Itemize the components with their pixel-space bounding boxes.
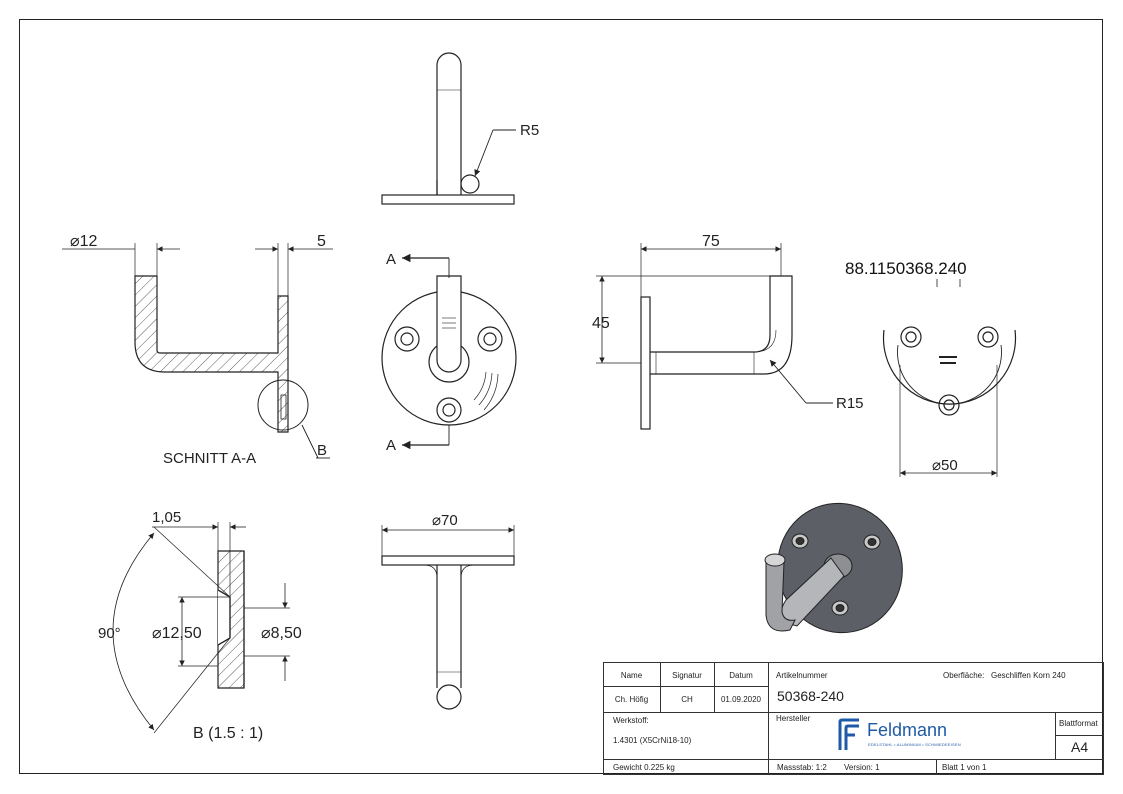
blatt-value: Blatt 1 von 1 (942, 763, 987, 772)
werkstoff-value: 1.4301 (X5CrNi18-10) (613, 736, 692, 745)
back-view (882, 279, 1017, 477)
detail-b-view (112, 522, 290, 734)
gewicht-value: Gewicht 0.225 kg (613, 763, 675, 772)
dim-75: 75 (702, 233, 720, 250)
dim-45: 45 (592, 315, 610, 332)
massstab-value: Massstab: 1:2 (777, 763, 827, 772)
cut-label-a-bottom: A (386, 437, 396, 454)
section-a-a (62, 243, 333, 459)
drawing-frame (19, 19, 1103, 774)
section-label: SCHNITT A-A (163, 450, 256, 467)
hersteller-label: Hersteller (776, 714, 811, 723)
top-view (381, 52, 516, 205)
col-datum: Datum (729, 671, 753, 680)
bottom-view (381, 525, 515, 710)
iso-model (764, 502, 903, 634)
cut-label-a-top: A (386, 251, 396, 268)
werkstoff-label: Werkstoff: (613, 716, 649, 725)
title-block (603, 662, 1104, 775)
dim-d50: ⌀50 (932, 457, 958, 474)
oberflaeche-label: Oberfläche: (943, 671, 985, 680)
artikelnummer-value: 50368-240 (777, 688, 844, 704)
dim-d850: ⌀8,50 (261, 625, 302, 642)
dim-d12: ⌀12 (70, 233, 98, 250)
dim-d70: ⌀70 (432, 512, 458, 529)
blattformat-label: Blattformat (1059, 719, 1098, 728)
dim-r5: R5 (520, 122, 539, 139)
brand-name: Feldmann (867, 720, 948, 740)
dim-d1250: ⌀12,50 (152, 625, 202, 642)
part-number-label: 88.1150368.240 (845, 259, 967, 278)
dim-105: 1,05 (152, 509, 181, 526)
detail-b-callout: B (317, 442, 327, 459)
blattformat-value: A4 (1071, 739, 1089, 755)
col-name: Name (620, 671, 643, 680)
datum-value: 01.09.2020 (720, 695, 762, 704)
dim-90deg: 90° (98, 625, 121, 642)
version-value: Version: 1 (844, 763, 880, 772)
name-value: Ch. Höfig (614, 695, 649, 704)
feldmann-logo: Feldmann EDELSTAHL • ALUMINIUM • SCHMIED… (837, 718, 967, 752)
dim-r15: R15 (836, 395, 864, 412)
detail-scale-label: B (1.5 : 1) (193, 725, 263, 742)
dim-5: 5 (317, 233, 326, 250)
side-view (596, 243, 833, 430)
signatur-value: CH (681, 695, 693, 704)
oberflaeche-value: Geschliffen Korn 240 (991, 671, 1066, 680)
col-signatur: Signatur (672, 671, 702, 680)
artikelnummer-label: Artikelnummer (776, 671, 828, 680)
feldmann-logo-icon (838, 718, 859, 750)
brand-tagline: EDELSTAHL • ALUMINIUM • SCHMIEDEEISEN (868, 742, 961, 747)
front-view (381, 253, 517, 450)
